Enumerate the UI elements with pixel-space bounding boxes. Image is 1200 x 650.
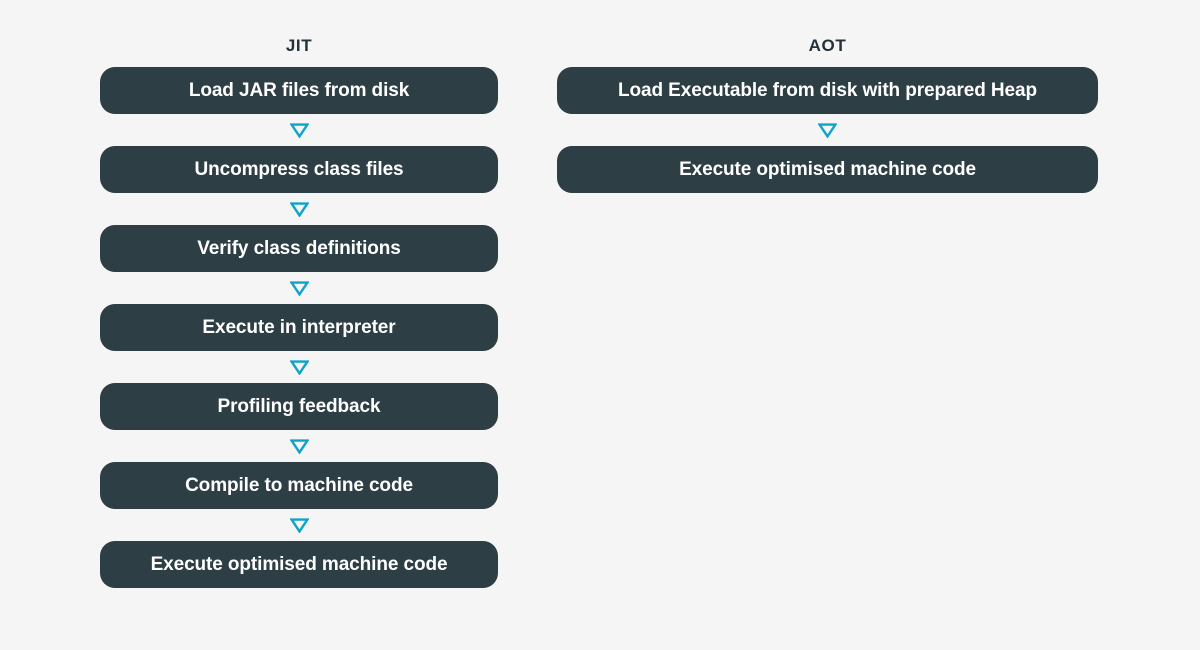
flow-arrow (100, 351, 498, 383)
triangle-down-outline-icon (818, 122, 837, 138)
flow-arrow (557, 114, 1098, 146)
column-title-jit: JIT (285, 36, 313, 55)
flow-steps-aot: Load Executable from disk with prepared … (557, 67, 1098, 193)
step-box[interactable]: Verify class definitions (100, 225, 498, 272)
step-label: Verify class definitions (197, 237, 401, 259)
step-box[interactable]: Profiling feedback (100, 383, 498, 430)
step-label: Execute optimised machine code (150, 553, 448, 575)
flow-arrow (100, 272, 498, 304)
triangle-down-outline-icon (289, 438, 309, 454)
step-box[interactable]: Execute optimised machine code (100, 541, 498, 588)
column-title-aot: AOT (808, 36, 847, 55)
step-label: Load Executable from disk with prepared … (618, 79, 1037, 101)
flow-arrow (100, 114, 498, 146)
step-box[interactable]: Load JAR files from disk (100, 67, 498, 114)
triangle-down-outline-icon (289, 201, 309, 217)
flow-steps-jit: Load JAR files from disk Uncompress clas… (100, 67, 498, 588)
step-box[interactable]: Compile to machine code (100, 462, 498, 509)
triangle-down-outline-icon (289, 359, 309, 375)
step-label: Uncompress class files (194, 158, 404, 180)
step-label: Load JAR files from disk (188, 79, 410, 101)
step-box[interactable]: Execute optimised machine code (557, 146, 1098, 193)
step-label: Profiling feedback (217, 395, 381, 417)
flow-arrow (100, 193, 498, 225)
flow-arrow (100, 509, 498, 541)
step-box[interactable]: Load Executable from disk with prepared … (557, 67, 1098, 114)
flow-column-aot: AOT Load Executable from disk with prepa… (557, 0, 1098, 193)
flow-column-jit: JIT Load JAR files from disk Uncompress … (100, 0, 498, 588)
triangle-down-outline-icon (289, 280, 309, 296)
step-label: Execute optimised machine code (679, 158, 976, 180)
step-box[interactable]: Uncompress class files (100, 146, 498, 193)
step-label: Compile to machine code (185, 474, 413, 496)
step-box[interactable]: Execute in interpreter (100, 304, 498, 351)
triangle-down-outline-icon (289, 122, 309, 138)
step-label: Execute in interpreter (202, 316, 396, 338)
triangle-down-outline-icon (289, 517, 309, 533)
flow-arrow (100, 430, 498, 462)
